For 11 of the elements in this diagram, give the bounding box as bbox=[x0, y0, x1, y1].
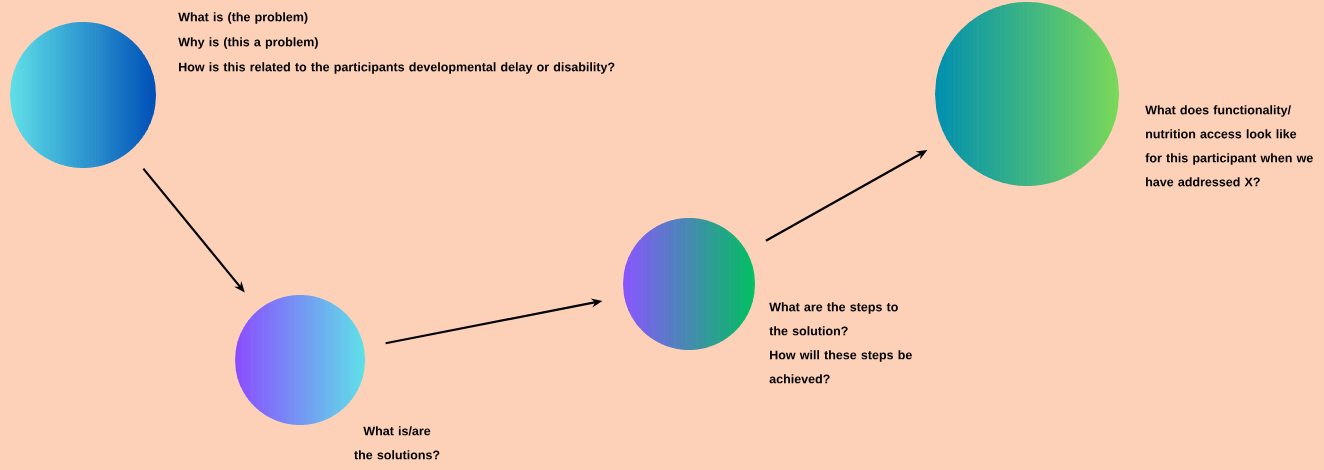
caption-text: Why is (this a problem) bbox=[178, 37, 318, 49]
caption-text: What is (the problem) bbox=[178, 12, 308, 24]
caption-text: How will these steps be achieved? bbox=[769, 350, 912, 384]
gradient-circle bbox=[623, 218, 755, 350]
caption-text: What is/are the solutions? bbox=[354, 426, 440, 460]
caption-text: What does functionality/ nutrition access look like for this participant when we have addressed X? bbox=[1145, 105, 1313, 187]
caption-text: How is this related to the participants developmental delay or disability? bbox=[179, 62, 615, 74]
caption-text: What are the steps to the solution? bbox=[769, 302, 898, 336]
gradient-circle bbox=[10, 22, 156, 168]
gradient-circle bbox=[235, 295, 365, 425]
gradient-circle bbox=[935, 2, 1119, 186]
